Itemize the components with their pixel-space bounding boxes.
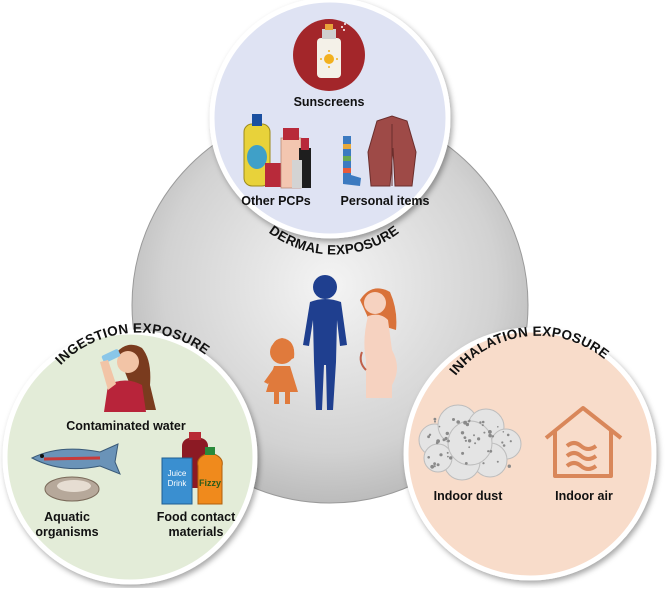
dust-particle: [489, 449, 493, 453]
dust-cloud-icon: [418, 404, 522, 481]
dust-particle: [502, 444, 506, 447]
sunscreens-label: Sunscreens: [294, 95, 365, 109]
juice-drink-text-2: Drink: [168, 479, 188, 488]
dust-particle: [427, 435, 430, 439]
dust-particle: [477, 437, 481, 441]
dust-particle: [449, 456, 453, 460]
dust-particle: [434, 420, 436, 423]
dust-particle: [439, 453, 443, 457]
dust-particle: [506, 433, 510, 437]
dust-particle: [427, 456, 431, 459]
dust-particle: [445, 431, 449, 436]
dust-particle: [467, 420, 471, 423]
contaminated-water-label: Contaminated water: [66, 419, 186, 433]
aquatic-organisms-label-line2: organisms: [35, 525, 98, 539]
dust-particle: [496, 460, 499, 463]
dust-particle: [442, 438, 446, 442]
dust-particle: [447, 455, 449, 458]
dust-particle: [461, 451, 465, 455]
child-figure-icon: [264, 338, 298, 404]
aquatic-organisms-label-line1: Aquatic: [44, 510, 90, 524]
dust-particle: [488, 433, 492, 438]
dust-particle: [433, 417, 437, 421]
food-contact-label-line2: materials: [169, 525, 224, 539]
indoor-dust-label: Indoor dust: [434, 489, 504, 503]
ingestion-circle: [2, 329, 258, 585]
dust-particle: [456, 420, 461, 424]
man-figure-icon: [303, 275, 347, 410]
pregnant-woman-figure-icon: [359, 288, 397, 398]
inhalation-exposure-group: INHALATION EXPOSURE Indoor dust Indoor a…: [403, 324, 657, 581]
dust-particle: [436, 463, 440, 467]
dust-particle: [488, 430, 492, 434]
people-figures: [264, 275, 397, 410]
food-contact-materials-icon: Juice Drink Fizzy: [161, 432, 223, 505]
dust-particle: [501, 441, 504, 444]
dust-particle: [482, 462, 485, 465]
dust-particle: [428, 433, 432, 436]
dust-particle: [468, 446, 471, 449]
dust-particle: [438, 425, 441, 428]
dust-particle: [433, 465, 436, 468]
food-contact-label-line1: Food contact: [157, 510, 236, 524]
dust-particle: [435, 441, 439, 445]
dust-particle: [452, 418, 455, 421]
inhalation-circle: [403, 327, 657, 581]
dust-particle: [465, 422, 470, 427]
dust-particle: [430, 464, 435, 469]
dermal-exposure-group: Sunscreens Other PCPs Personal items DER…: [209, 0, 451, 258]
dust-particle: [481, 424, 484, 427]
indoor-air-icon: [544, 406, 623, 478]
drinking-woman-icon: [100, 344, 156, 412]
dust-particle: [463, 436, 467, 439]
dust-particle: [487, 450, 490, 453]
dust-particle: [464, 439, 467, 442]
dust-particle: [497, 426, 499, 428]
sunscreen-icon: [293, 19, 365, 91]
personal-items-icon: [343, 115, 417, 187]
dust-particle: [473, 434, 475, 437]
dust-particle: [447, 439, 450, 443]
dust-particle: [460, 431, 465, 435]
dust-particle: [433, 462, 436, 466]
other-pcps-icon: [243, 114, 311, 189]
indoor-air-label: Indoor air: [555, 489, 613, 503]
dust-particle: [479, 421, 482, 424]
dust-particle: [474, 442, 477, 445]
personal-items-label: Personal items: [341, 194, 430, 208]
dust-particle: [502, 431, 505, 433]
dust-particle: [467, 439, 472, 443]
aquatic-organisms-icon: [30, 443, 121, 502]
dust-particle: [491, 435, 495, 438]
dust-particle: [509, 440, 512, 443]
dust-particle: [446, 451, 449, 454]
dust-particle: [444, 436, 448, 441]
fizzy-text: Fizzy: [199, 478, 221, 488]
dust-particle: [464, 462, 468, 465]
dust-particle: [507, 464, 511, 468]
juice-drink-text-1: Juice: [168, 469, 187, 478]
dust-particle: [483, 431, 486, 434]
dust-particle: [481, 420, 485, 424]
other-pcps-label: Other PCPs: [241, 194, 311, 208]
